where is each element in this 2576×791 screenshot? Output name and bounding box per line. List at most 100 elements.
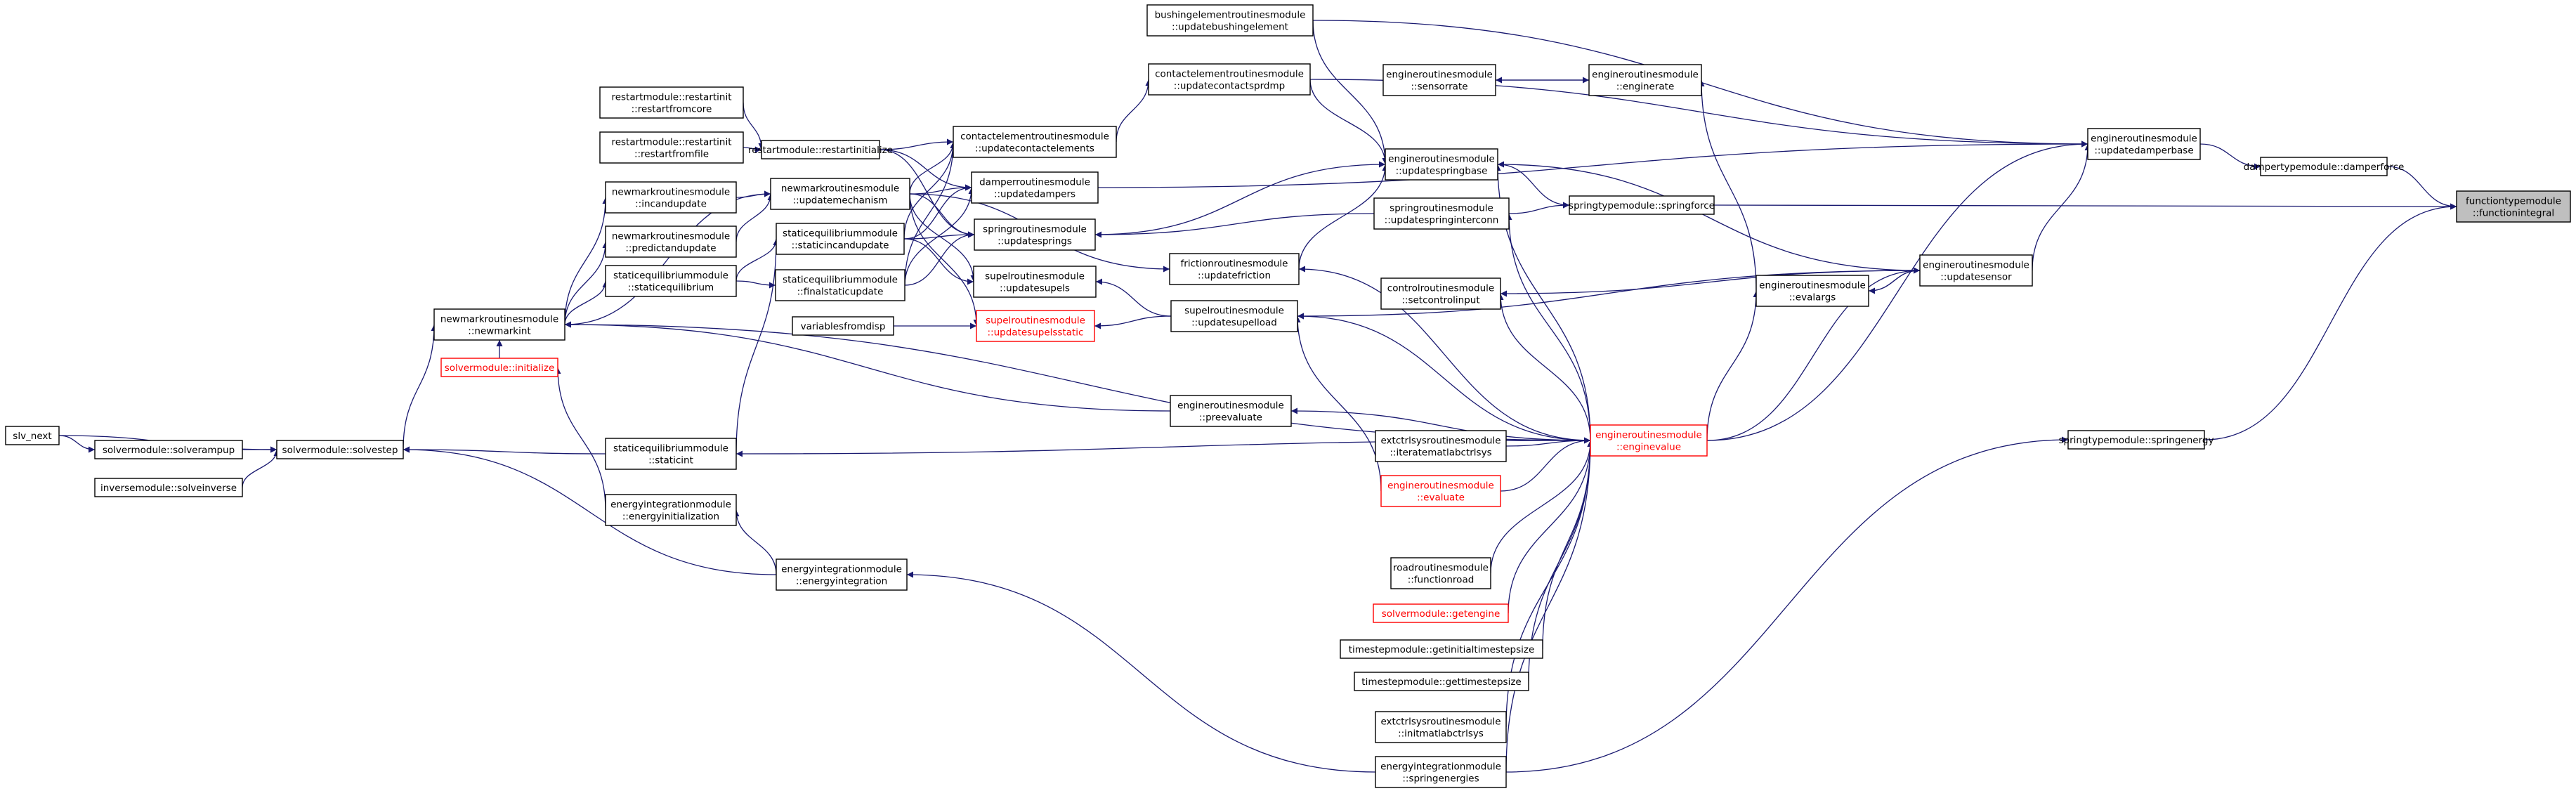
node-preevaluate[interactable]: engineroutinesmodule::preevaluate	[1170, 395, 1292, 427]
node-updatedamperbase[interactable]: engineroutinesmodule::updatedamperbase	[2087, 128, 2201, 160]
node-updatesupelload[interactable]: supelroutinesmodule::updatesupelload	[1170, 300, 1298, 332]
node-box	[605, 181, 737, 214]
edge-finalstaticupdate-to-updatecontactelements	[904, 141, 957, 286]
node-staticint[interactable]: staticequilibriummodule::staticint	[605, 438, 737, 470]
node-restartinitialize[interactable]: restartmodule::restartinitialize	[748, 140, 893, 159]
node-enginevalue[interactable]: engineroutinesmodule::enginevalue	[1590, 424, 1708, 457]
edge-updatesensor-to-setcontrolinput	[1500, 270, 1921, 297]
node-restartfromcore[interactable]: restartmodule::restartinit::restartfromc…	[599, 86, 744, 119]
node-label: engineroutinesmodule	[1592, 70, 1699, 81]
edge-energyintegration-to-energyinitialization	[733, 509, 777, 575]
node-box	[1588, 64, 1702, 96]
node-functionroad[interactable]: roadroutinesmodule::functionroad	[1390, 557, 1491, 589]
node-slv-next[interactable]: slv_next	[5, 426, 60, 445]
node-getinitialtimestepsize[interactable]: timestepmodule::getinitialtimestepsize	[1340, 639, 1543, 659]
node-updatespringbase[interactable]: engineroutinesmodule::updatespringbase	[1385, 148, 1498, 181]
node-variablesfromdisp[interactable]: variablesfromdisp	[792, 316, 894, 336]
node-label: contactelementroutinesmodule	[960, 131, 1109, 143]
edge-solvestep-to-newmarkint	[403, 324, 438, 450]
node-box	[5, 426, 60, 445]
node-newmarkint[interactable]: newmarkroutinesmodule::newmarkint	[433, 308, 565, 341]
node-evaluate[interactable]: engineroutinesmodule::evaluate	[1380, 475, 1501, 507]
node-springenergy[interactable]: springtypemodule::springenergy	[2059, 430, 2214, 450]
node-updatesensor[interactable]: engineroutinesmodule::updatesensor	[1919, 254, 2033, 287]
node-label: restartmodule::restartinit	[611, 137, 731, 148]
node-updatespringinterconn[interactable]: springroutinesmodule::updatespringinterc…	[1373, 197, 1510, 230]
node-label: frictionroutinesmodule	[1181, 259, 1288, 270]
edge-staticint-to-staticincandupdate	[735, 238, 780, 455]
node-solvestep[interactable]: solvermodule::solvestep	[276, 440, 404, 459]
node-enginerate[interactable]: engineroutinesmodule::enginerate	[1588, 64, 1702, 96]
node-label: supelroutinesmodule	[985, 271, 1085, 282]
edge-springenergy-to-root	[2204, 203, 2457, 440]
node-root[interactable]: functiontypemodule::functionintegral	[2456, 190, 2571, 223]
node-updatemechanism[interactable]: newmarkroutinesmodule::updatemechanism	[770, 178, 910, 210]
node-label: damperroutinesmodule	[979, 177, 1090, 188]
node-label: staticequilibriummodule	[613, 443, 728, 455]
node-updatesupelsstatic[interactable]: supelroutinesmodule::updatesupelsstatic	[976, 310, 1095, 342]
node-springenergies[interactable]: energyintegrationmodule::springenergies	[1375, 756, 1507, 788]
node-box	[1375, 756, 1507, 788]
node-label: timestepmodule::gettimestepsize	[1361, 676, 1521, 688]
edge-updatespringinterconn-to-springforce	[1508, 202, 1570, 214]
edge-slv_next-to-solverampup	[58, 435, 96, 453]
node-staticincandupdate[interactable]: staticequilibriummodule::staticincandupd…	[776, 223, 905, 255]
node-updatecontactelements[interactable]: contactelementroutinesmodule::updatecont…	[953, 126, 1117, 158]
node-label: ::predictandupdate	[625, 243, 716, 254]
node-box	[976, 310, 1095, 342]
node-evalargs[interactable]: engineroutinesmodule::evalargs	[1756, 275, 1869, 307]
node-predictandupdate[interactable]: newmarkroutinesmodule::predictandupdate	[605, 225, 737, 258]
node-updatesprings[interactable]: springroutinesmodule::updatesprings	[974, 218, 1096, 251]
node-label: ::sensorrate	[1411, 81, 1467, 93]
node-solverampup[interactable]: solvermodule::solverampup	[94, 440, 243, 459]
edge-getinitialtimestepsize-to-enginevalue	[1542, 440, 1594, 650]
node-label: ::iteratematlabctrlsys	[1390, 447, 1491, 459]
node-label: controlroutinesmodule	[1387, 283, 1494, 294]
node-updatefriction[interactable]: frictionroutinesmodule::updatefriction	[1169, 253, 1300, 285]
node-setcontrolinput[interactable]: controlroutinesmodule::setcontrolinput	[1380, 277, 1501, 310]
node-initmatlabctrlsys[interactable]: extctrlsysroutinesmodule::initmatlabctrl…	[1375, 711, 1507, 743]
node-updatebushingelement[interactable]: bushingelementroutinesmodule::updatebush…	[1146, 4, 1314, 37]
node-sensorrate[interactable]: engineroutinesmodule::sensorrate	[1382, 64, 1496, 96]
node-updatedampers[interactable]: damperroutinesmodule::updatedampers	[971, 171, 1099, 204]
node-label: contactelementroutinesmodule	[1155, 69, 1304, 80]
node-box	[1170, 395, 1292, 427]
node-box	[974, 218, 1096, 251]
node-energyinitialization[interactable]: energyintegrationmodule::energyinitializ…	[605, 494, 737, 526]
node-restartfromfile[interactable]: restartmodule::restartinit::restartfromf…	[599, 131, 744, 164]
node-box	[1382, 64, 1496, 96]
node-label: ::updatespringbase	[1396, 166, 1488, 177]
node-updatesupels[interactable]: supelroutinesmodule::updatesupels	[973, 266, 1097, 298]
node-springforce[interactable]: springtypemodule::springforce	[1569, 195, 1715, 215]
node-staticequilibrium[interactable]: staticequilibriummodule::staticequilibri…	[605, 265, 737, 297]
edge-springforce-to-root	[1713, 203, 2457, 210]
edge-enginevalue-to-updatespringinterconn	[1505, 213, 1591, 441]
node-iteratematlabctrlsys[interactable]: extctrlsysroutinesmodule::iteratematlabc…	[1375, 430, 1507, 462]
edge-staticincandupdate-to-updatecontactelements	[903, 141, 957, 240]
edge-restartinitialize-to-updatedampers	[879, 149, 972, 191]
node-incandupdate[interactable]: newmarkroutinesmodule::incandupdate	[605, 181, 737, 214]
node-label: ::springenergies	[1402, 773, 1479, 785]
node-getengine[interactable]: solvermodule::getengine	[1373, 603, 1509, 623]
edge-updatefriction-to-updatespringbase	[1298, 164, 1389, 270]
node-label: ::evaluate	[1417, 492, 1465, 504]
node-label: engineroutinesmodule	[1387, 481, 1494, 492]
node-solveinverse[interactable]: inversemodule::solveinverse	[94, 478, 243, 497]
node-energyintegration[interactable]: energyintegrationmodule::energyintegrati…	[776, 558, 908, 591]
node-label: ::incandupdate	[635, 199, 707, 210]
node-label: newmarkroutinesmodule	[440, 314, 558, 325]
edge-enginevalue-to-updatesensor	[1706, 267, 1921, 441]
node-initialize[interactable]: solvermodule::initialize	[440, 358, 558, 377]
node-gettimestepsize[interactable]: timestepmodule::gettimestepsize	[1354, 672, 1529, 691]
node-box	[1375, 711, 1507, 743]
edge-enginevalue-to-preevaluate	[1290, 407, 1591, 441]
node-label: bushingelementroutinesmodule	[1155, 10, 1306, 21]
node-finalstaticupdate[interactable]: staticequilibriummodule::finalstaticupda…	[775, 269, 905, 301]
node-label: energyintegrationmodule	[1380, 761, 1501, 773]
edge-iteratematlabctrlsys-to-enginevalue	[1505, 437, 1591, 447]
node-label: engineroutinesmodule	[1177, 400, 1284, 412]
node-box	[1756, 275, 1869, 307]
node-updatecontactsprdmp[interactable]: contactelementroutinesmodule::updatecont…	[1148, 63, 1311, 96]
node-damperforce[interactable]: dampertypemodule::damperforce	[2244, 157, 2405, 176]
